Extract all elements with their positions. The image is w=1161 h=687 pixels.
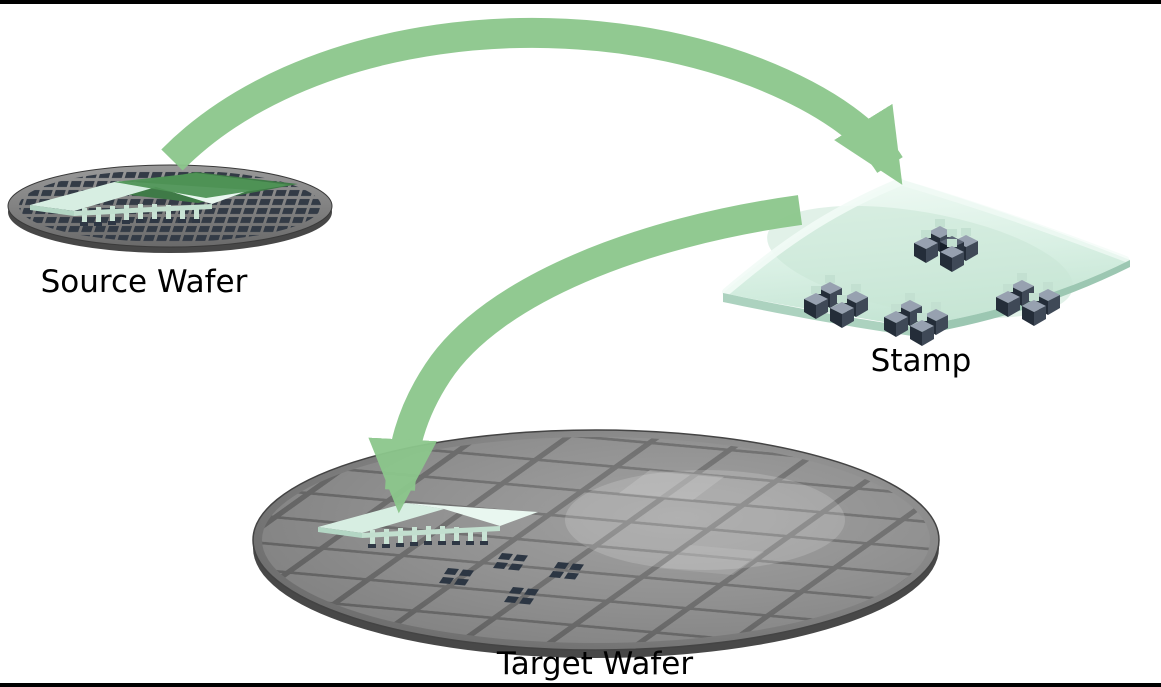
source-wafer-illustration xyxy=(7,164,333,253)
highlight-tile xyxy=(659,545,764,575)
stamp-edge-thickness xyxy=(912,260,1130,336)
target-wafer-label: Target Wafer xyxy=(496,646,693,682)
wafer-sheen xyxy=(565,470,845,570)
stamp-illustration xyxy=(722,178,1130,346)
target-wafer-illustration xyxy=(252,429,940,658)
source-wafer-label: Source Wafer xyxy=(41,264,248,300)
stamp-sag-shadow xyxy=(767,205,1073,319)
process-arrows xyxy=(161,17,903,514)
frame-top-line xyxy=(0,0,1161,4)
stamp-corner-highlight xyxy=(897,179,1129,262)
pick-film-on-head xyxy=(114,173,290,198)
stamp-corner-highlight xyxy=(722,178,904,296)
frame-bottom-line xyxy=(0,683,1161,687)
arrow-source-to-stamp xyxy=(161,17,903,185)
stamp-label: Stamp xyxy=(871,343,972,379)
arrow-stamp-to-target xyxy=(368,195,803,514)
highlight-tile xyxy=(619,470,724,500)
